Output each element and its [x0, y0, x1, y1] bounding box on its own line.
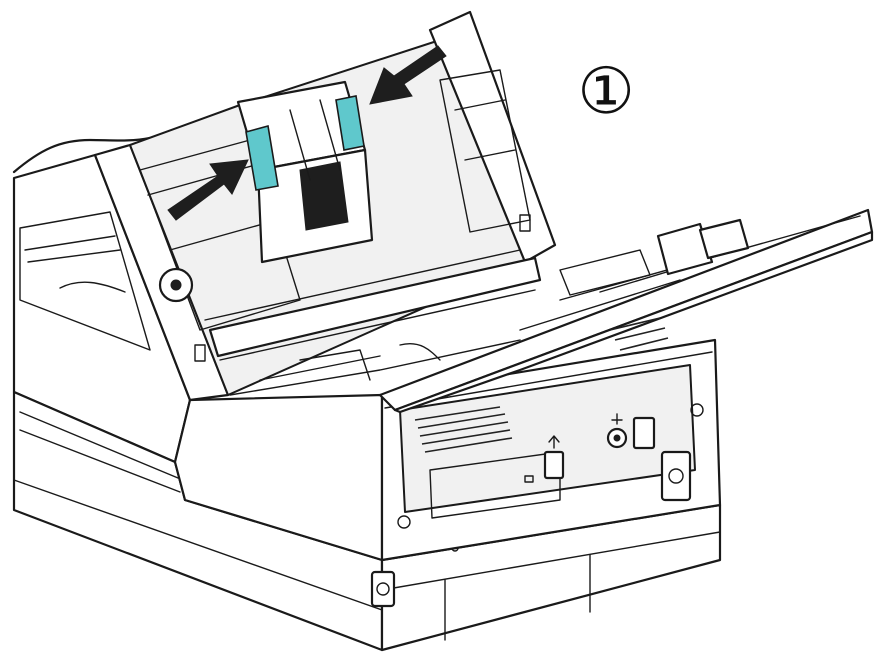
usb-icon [548, 435, 560, 449]
usb-port [543, 450, 565, 480]
push-arrow-right [369, 45, 447, 105]
push-arrow-icon [167, 159, 249, 221]
power-port-group [606, 413, 656, 450]
power-switch [632, 416, 656, 450]
step-number: ① [577, 55, 635, 129]
adf-cover-open [93, 10, 557, 402]
paper-tray [378, 208, 874, 414]
push-arrow-left [167, 159, 249, 221]
adf-housing [173, 338, 722, 562]
right-release-tab [335, 95, 365, 151]
usb-port-group [543, 435, 565, 480]
paper-path [229, 339, 521, 396]
power-icon [611, 413, 623, 425]
left-release-tab [245, 124, 279, 191]
push-arrow-icon [369, 45, 447, 105]
flatbed-body [12, 136, 384, 652]
